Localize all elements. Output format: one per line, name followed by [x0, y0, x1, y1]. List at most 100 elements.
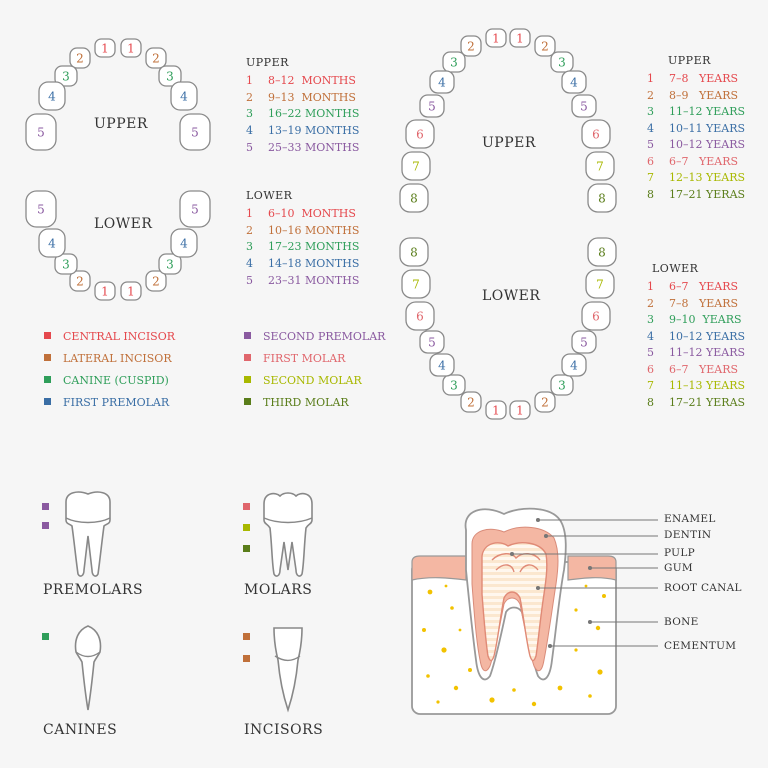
adult-upper-row-text: 10–11 YEARS — [669, 121, 746, 135]
tooth-number-1: 1 — [516, 32, 524, 46]
bone-label: BONE — [664, 616, 699, 628]
baby-upper-row-number: 2 — [246, 90, 253, 104]
baby-upper-row-text: 9–13 MONTHS — [268, 90, 356, 104]
tooth-number-4: 4 — [570, 76, 578, 90]
legend-swatch — [44, 398, 51, 405]
tooth-number-2: 2 — [152, 275, 160, 289]
legend-swatch — [44, 354, 51, 361]
tooth-2 — [534, 391, 556, 413]
tooth-number-6: 6 — [592, 310, 600, 324]
adult-lower-row-number: 8 — [647, 395, 654, 409]
legend-swatch — [244, 376, 251, 383]
tooth-2 — [145, 270, 167, 292]
baby-lower-row-text: 23–31 MONTHS — [268, 273, 360, 287]
tooth-number-8: 8 — [598, 246, 606, 260]
tooth-number-2: 2 — [467, 396, 475, 410]
adult-lower-row-text: 11–13 YEARS — [669, 379, 746, 392]
tooth-number-1: 1 — [127, 42, 135, 56]
tooth-number-5: 5 — [37, 126, 45, 140]
adult-lower-row-text: 17–21 YERAS — [669, 395, 746, 409]
baby-upper-row-text: 8–12 MONTHS — [268, 74, 356, 87]
molar-color-2 — [243, 524, 250, 531]
tooth-number-5: 5 — [191, 203, 199, 217]
adult-lower-row-number: 3 — [647, 313, 654, 326]
tooth-5 — [419, 94, 445, 118]
tooth-3 — [442, 374, 466, 396]
adult-lower-row-number: 4 — [647, 329, 654, 343]
legend-label: FIRST MOLAR — [263, 352, 346, 365]
molars-label: MOLARS — [244, 582, 313, 598]
tooth-2 — [460, 391, 482, 413]
legend-label: FIRST PREMOLAR — [63, 396, 170, 409]
adult-upper-row-text: 10–12 YEARS — [669, 138, 746, 151]
tooth-number-3: 3 — [558, 56, 566, 70]
tooth-5 — [419, 330, 445, 354]
legend-swatch — [244, 332, 251, 339]
tooth-number-5: 5 — [580, 336, 588, 350]
baby-lower-row-number: 2 — [246, 223, 253, 237]
tooth-5 — [571, 94, 597, 118]
adult-upper-row-number: 3 — [647, 105, 654, 118]
tooth-3 — [550, 51, 574, 73]
legend-item: LATERAL INCISOR — [44, 352, 172, 365]
tooth-number-1: 1 — [101, 42, 109, 56]
tooth-8 — [399, 237, 429, 267]
tooth-2 — [534, 35, 556, 57]
baby-lower-row-text: 17–23 MONTHS — [268, 240, 360, 254]
tooth-1 — [485, 400, 507, 420]
adult-upper-row-number: 7 — [647, 171, 654, 184]
enamel-label: ENAMEL — [664, 513, 716, 525]
tooth-number-1: 1 — [101, 285, 109, 299]
legend-label: THIRD MOLAR — [263, 396, 349, 409]
pulp-layer — [481, 542, 548, 662]
adult-upper-row-text: 12–13 YEARS — [669, 171, 746, 184]
tooth-number-1: 1 — [492, 32, 500, 46]
tooth-4 — [429, 353, 455, 377]
adult-lower-row-number: 7 — [647, 379, 654, 392]
tooth-2 — [69, 270, 91, 292]
tooth-6 — [581, 119, 611, 149]
tooth-number-1: 1 — [492, 404, 500, 418]
adult-lower-row-number: 2 — [647, 296, 654, 310]
baby-upper-row: 2 9–13 MONTHS — [246, 91, 356, 104]
baby-lower-row: 3 17–23 MONTHS — [246, 240, 359, 253]
adult-upper-row-number: 8 — [647, 187, 654, 201]
baby-lower-row-number: 5 — [246, 273, 253, 287]
tooth-number-3: 3 — [450, 56, 458, 70]
tooth-number-1: 1 — [516, 404, 524, 418]
tooth-1 — [94, 281, 116, 301]
tooth-number-2: 2 — [541, 40, 549, 54]
adult-lower-row: 7 11–13 YEARS — [647, 379, 745, 392]
tooth-number-2: 2 — [541, 396, 549, 410]
tooth-number-3: 3 — [62, 258, 70, 272]
legend-label: SECOND MOLAR — [263, 374, 362, 387]
tooth-number-7: 7 — [596, 278, 604, 292]
tooth-1 — [509, 28, 531, 48]
premolar-color-1 — [42, 503, 49, 510]
tooth-number-2: 2 — [152, 52, 160, 66]
legend-item: CENTRAL INCISOR — [44, 330, 175, 343]
tooth-3 — [158, 253, 182, 275]
tooth-4 — [561, 353, 587, 377]
tooth-1 — [509, 400, 531, 420]
adult-lower-row-number: 1 — [647, 280, 654, 293]
legend-label: LATERAL INCISOR — [63, 352, 172, 365]
tooth-5 — [571, 330, 597, 354]
adult-lower-row-number: 6 — [647, 362, 654, 376]
legend-label: CENTRAL INCISOR — [63, 330, 176, 343]
baby-lower-row-number: 3 — [246, 240, 253, 254]
baby-upper-row-number: 4 — [246, 124, 253, 138]
tooth-6 — [581, 301, 611, 331]
tooth-8 — [587, 237, 617, 267]
legend-label: CANINE (CUSPID) — [63, 374, 169, 387]
bone-dots — [422, 584, 606, 707]
